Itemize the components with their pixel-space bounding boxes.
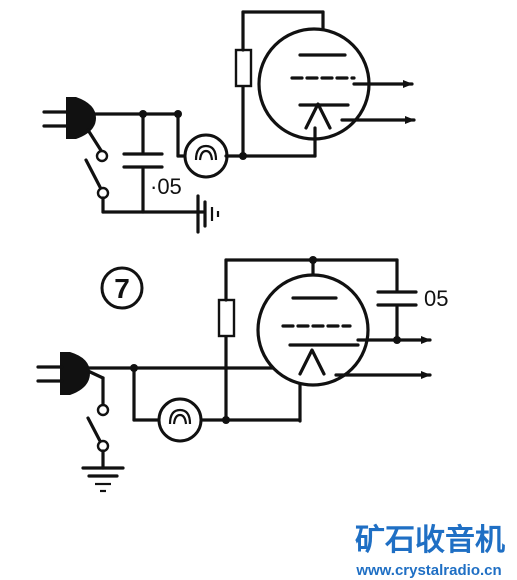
upper-schematic: ·05 xyxy=(42,10,416,234)
upper-vacuum-tube xyxy=(257,27,371,158)
lower-detector xyxy=(132,366,302,443)
watermark-url: www.crystalradio.cn xyxy=(355,562,501,579)
upper-resistor xyxy=(234,10,325,158)
lower-schematic: 05 xyxy=(36,256,448,493)
upper-capacitor-label: ·05 xyxy=(150,174,182,199)
watermark: 矿石收音机 www.crystalradio.cn xyxy=(355,523,505,579)
upper-detector xyxy=(176,112,317,179)
lower-ground-symbol xyxy=(81,466,125,493)
upper-capacitor xyxy=(122,112,164,214)
lower-capacitor xyxy=(376,258,418,342)
upper-switch xyxy=(84,128,110,214)
watermark-title: 矿石收音机 xyxy=(355,523,505,557)
lower-antenna-plug xyxy=(36,352,90,395)
lower-switch xyxy=(86,369,110,470)
figure-number: 7 xyxy=(114,273,130,304)
lower-capacitor-label: 05 xyxy=(424,286,448,311)
figure-number-badge: 7 xyxy=(100,266,144,310)
lower-vacuum-tube xyxy=(256,258,370,387)
upper-ground-symbol xyxy=(196,194,220,234)
